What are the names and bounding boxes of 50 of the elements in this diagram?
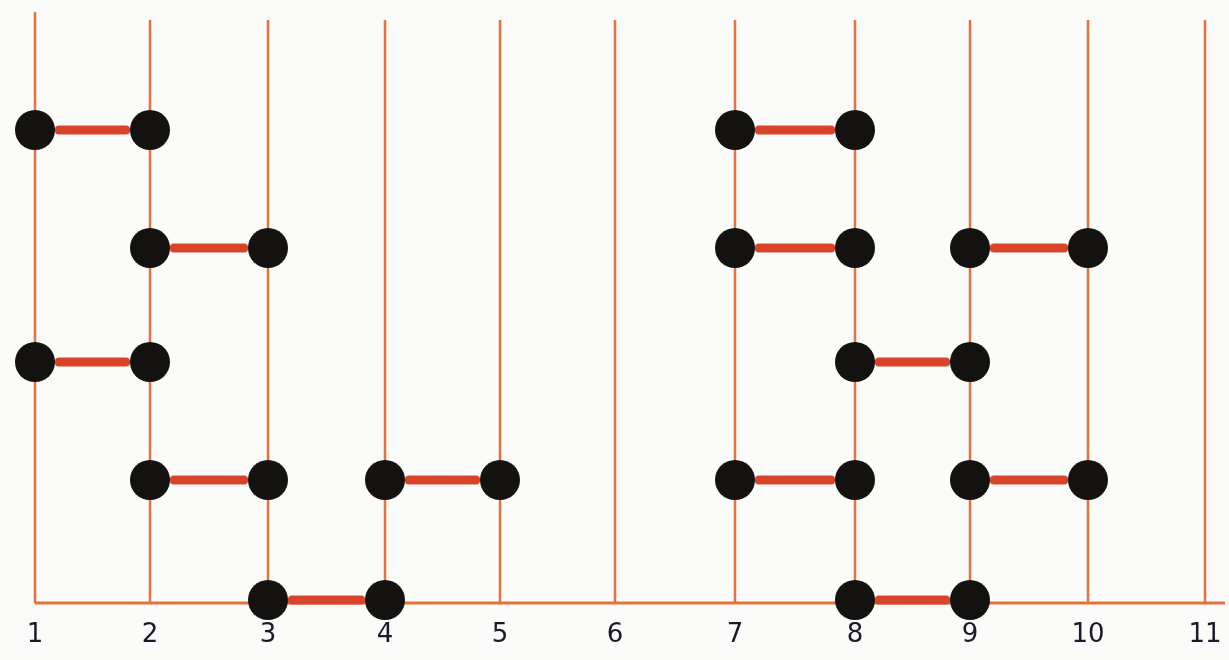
dot	[835, 460, 875, 500]
rung-bar	[874, 595, 951, 605]
dot	[1068, 460, 1108, 500]
dot	[15, 342, 55, 382]
dot	[130, 342, 170, 382]
dot	[248, 580, 288, 620]
dot	[365, 580, 405, 620]
dot	[950, 342, 990, 382]
dot	[715, 228, 755, 268]
dot	[835, 342, 875, 382]
dot	[835, 110, 875, 150]
axis-label: 10	[1071, 618, 1105, 648]
dot	[248, 460, 288, 500]
axis-label: 9	[961, 618, 979, 648]
axis-label: 7	[726, 618, 744, 648]
rung-bar	[404, 475, 481, 485]
rung-bar	[989, 243, 1069, 253]
rung-bar	[287, 595, 366, 605]
rung-bar	[54, 125, 131, 135]
dot	[15, 110, 55, 150]
axis-label: 8	[846, 618, 864, 648]
dot	[1068, 228, 1108, 268]
rung-bar	[754, 243, 836, 253]
rung-bar	[54, 357, 131, 367]
dot	[715, 460, 755, 500]
rung-bar	[169, 243, 249, 253]
axis-label: 11	[1188, 618, 1222, 648]
dot	[248, 228, 288, 268]
dot	[715, 110, 755, 150]
dot	[950, 580, 990, 620]
axis-label: 1	[26, 618, 44, 648]
axis-label: 2	[141, 618, 159, 648]
dot	[130, 110, 170, 150]
dot	[950, 228, 990, 268]
axis-label: 3	[259, 618, 277, 648]
rung-bar	[754, 125, 836, 135]
axis-label: 5	[491, 618, 509, 648]
axis-label: 4	[376, 618, 394, 648]
dot	[950, 460, 990, 500]
dot	[480, 460, 520, 500]
dot	[835, 228, 875, 268]
rung-bar	[754, 475, 836, 485]
dot	[835, 580, 875, 620]
rung-bar	[169, 475, 249, 485]
dot	[130, 460, 170, 500]
dot	[365, 460, 405, 500]
axis-label: 6	[606, 618, 624, 648]
dot	[130, 228, 170, 268]
rung-bar	[989, 475, 1069, 485]
rung-bar	[874, 357, 951, 367]
